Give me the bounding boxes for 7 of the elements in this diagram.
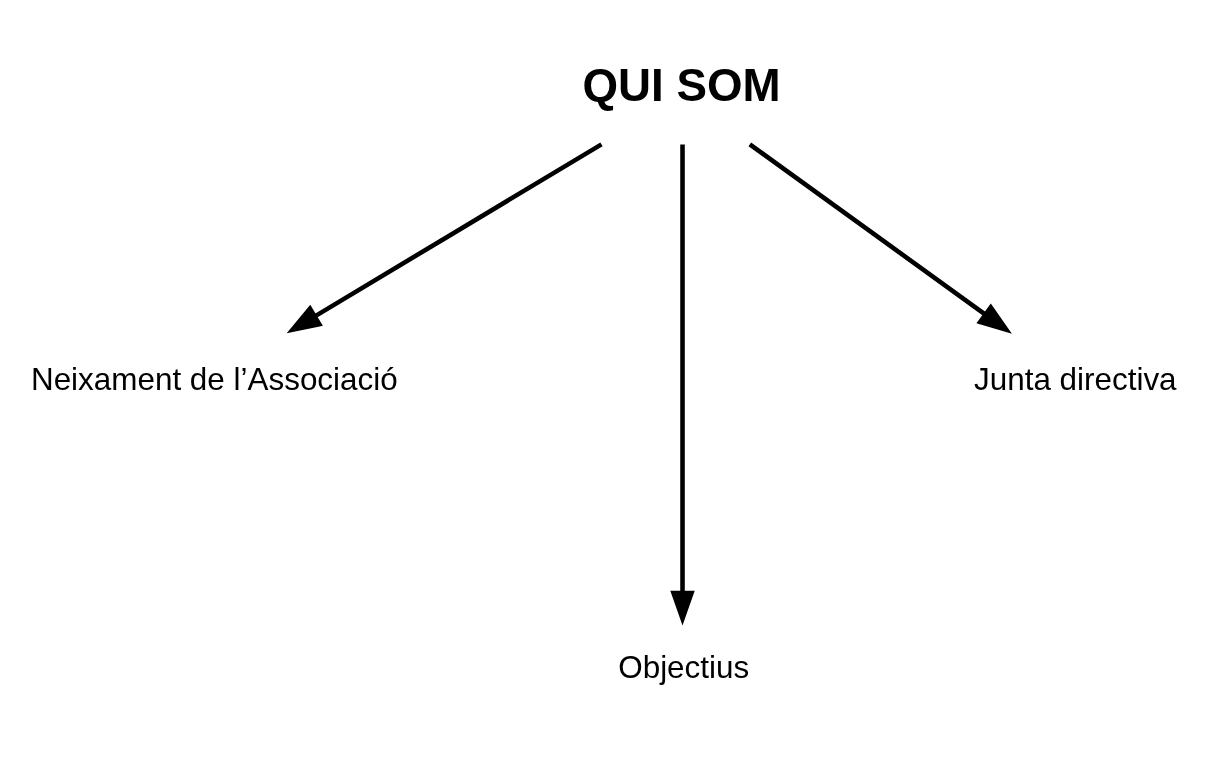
arrow (286, 142, 603, 334)
node-text: Junta directiva (974, 361, 1177, 397)
arrow (748, 142, 1012, 334)
node-text: QUI SOM (582, 59, 781, 111)
node-text: Objectius (618, 650, 750, 686)
node-text: Neixament de l’Associació (30, 361, 398, 397)
arrow (670, 144, 695, 626)
